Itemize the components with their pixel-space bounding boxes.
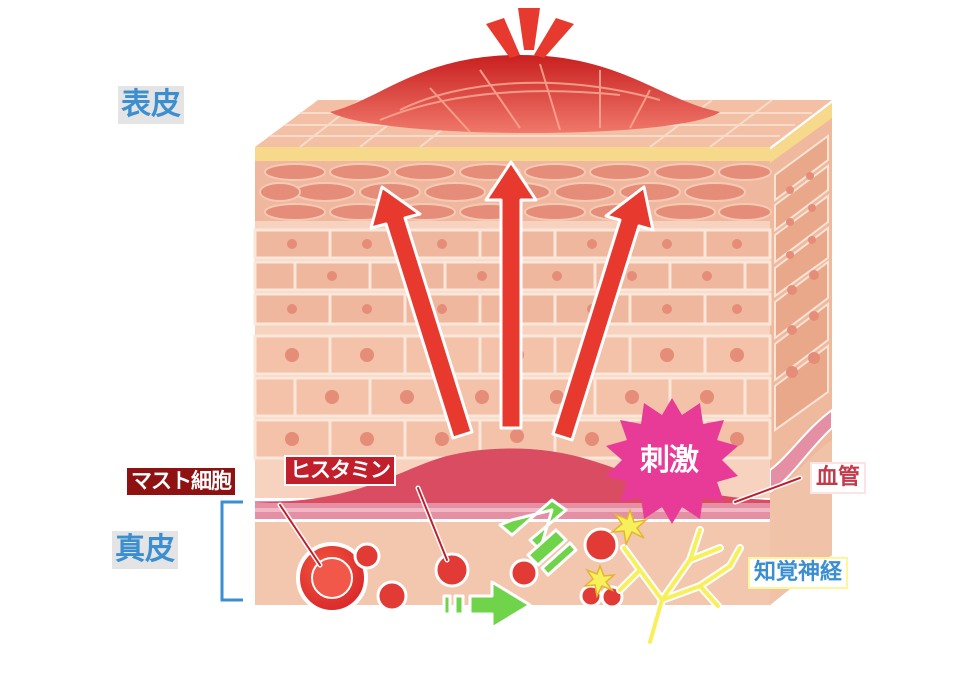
label-stimulus: 刺激 (640, 443, 699, 478)
stimulus-burst (606, 398, 738, 524)
dermis-bracket (220, 500, 243, 602)
itch-signal-arrows (369, 160, 655, 442)
label-blood-vessel: 血管 (810, 462, 867, 494)
label-pointer-lines (277, 475, 803, 568)
histamine-flow-arrows (442, 498, 578, 630)
skin-block-side-face (769, 103, 833, 605)
skin-surface-top (255, 55, 832, 148)
label-epidermis: 表皮 (118, 86, 184, 124)
label-dermis: 真皮 (112, 531, 178, 569)
label-sensory-nerve: 知覚神経 (748, 557, 849, 589)
stratum-corneum (255, 147, 770, 161)
label-histamine: ヒスタミン (284, 455, 396, 486)
sensory-nerve (616, 526, 744, 646)
spark-icons (582, 507, 649, 599)
alert-tick-marks (486, 8, 574, 58)
label-mast-cell: マスト細胞 (125, 466, 237, 497)
